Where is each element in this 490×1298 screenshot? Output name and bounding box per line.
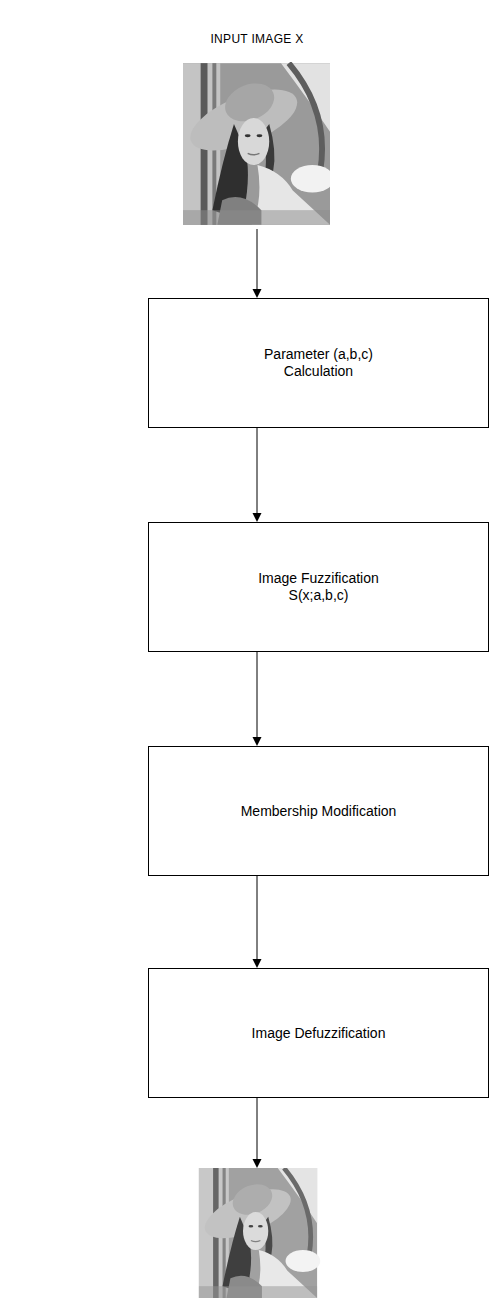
input-arrow xyxy=(257,229,258,290)
process-box: Image Defuzzification xyxy=(148,968,489,1098)
arrow-head xyxy=(253,1159,262,1168)
output-photo xyxy=(190,1168,326,1298)
box-label: Membership Modification xyxy=(241,803,397,820)
process-box: Parameter (a,b,c) Calculation xyxy=(148,298,489,428)
flow-arrow xyxy=(253,428,262,522)
box-label: Parameter (a,b,c) Calculation xyxy=(244,346,394,380)
process-box: Membership Modification xyxy=(148,746,489,876)
output-arrow xyxy=(257,1098,258,1160)
flow-arrow xyxy=(253,876,262,968)
process-box: Image Fuzzification S(x;a,b,c) xyxy=(148,522,489,652)
box-label: Image Fuzzification S(x;a,b,c) xyxy=(244,570,394,604)
input-photo xyxy=(182,63,334,225)
box-label: Image Defuzzification xyxy=(252,1025,386,1042)
arrow-head xyxy=(253,289,262,298)
diagram-title: INPUT IMAGE X xyxy=(0,32,490,46)
flow-arrow xyxy=(253,652,262,746)
